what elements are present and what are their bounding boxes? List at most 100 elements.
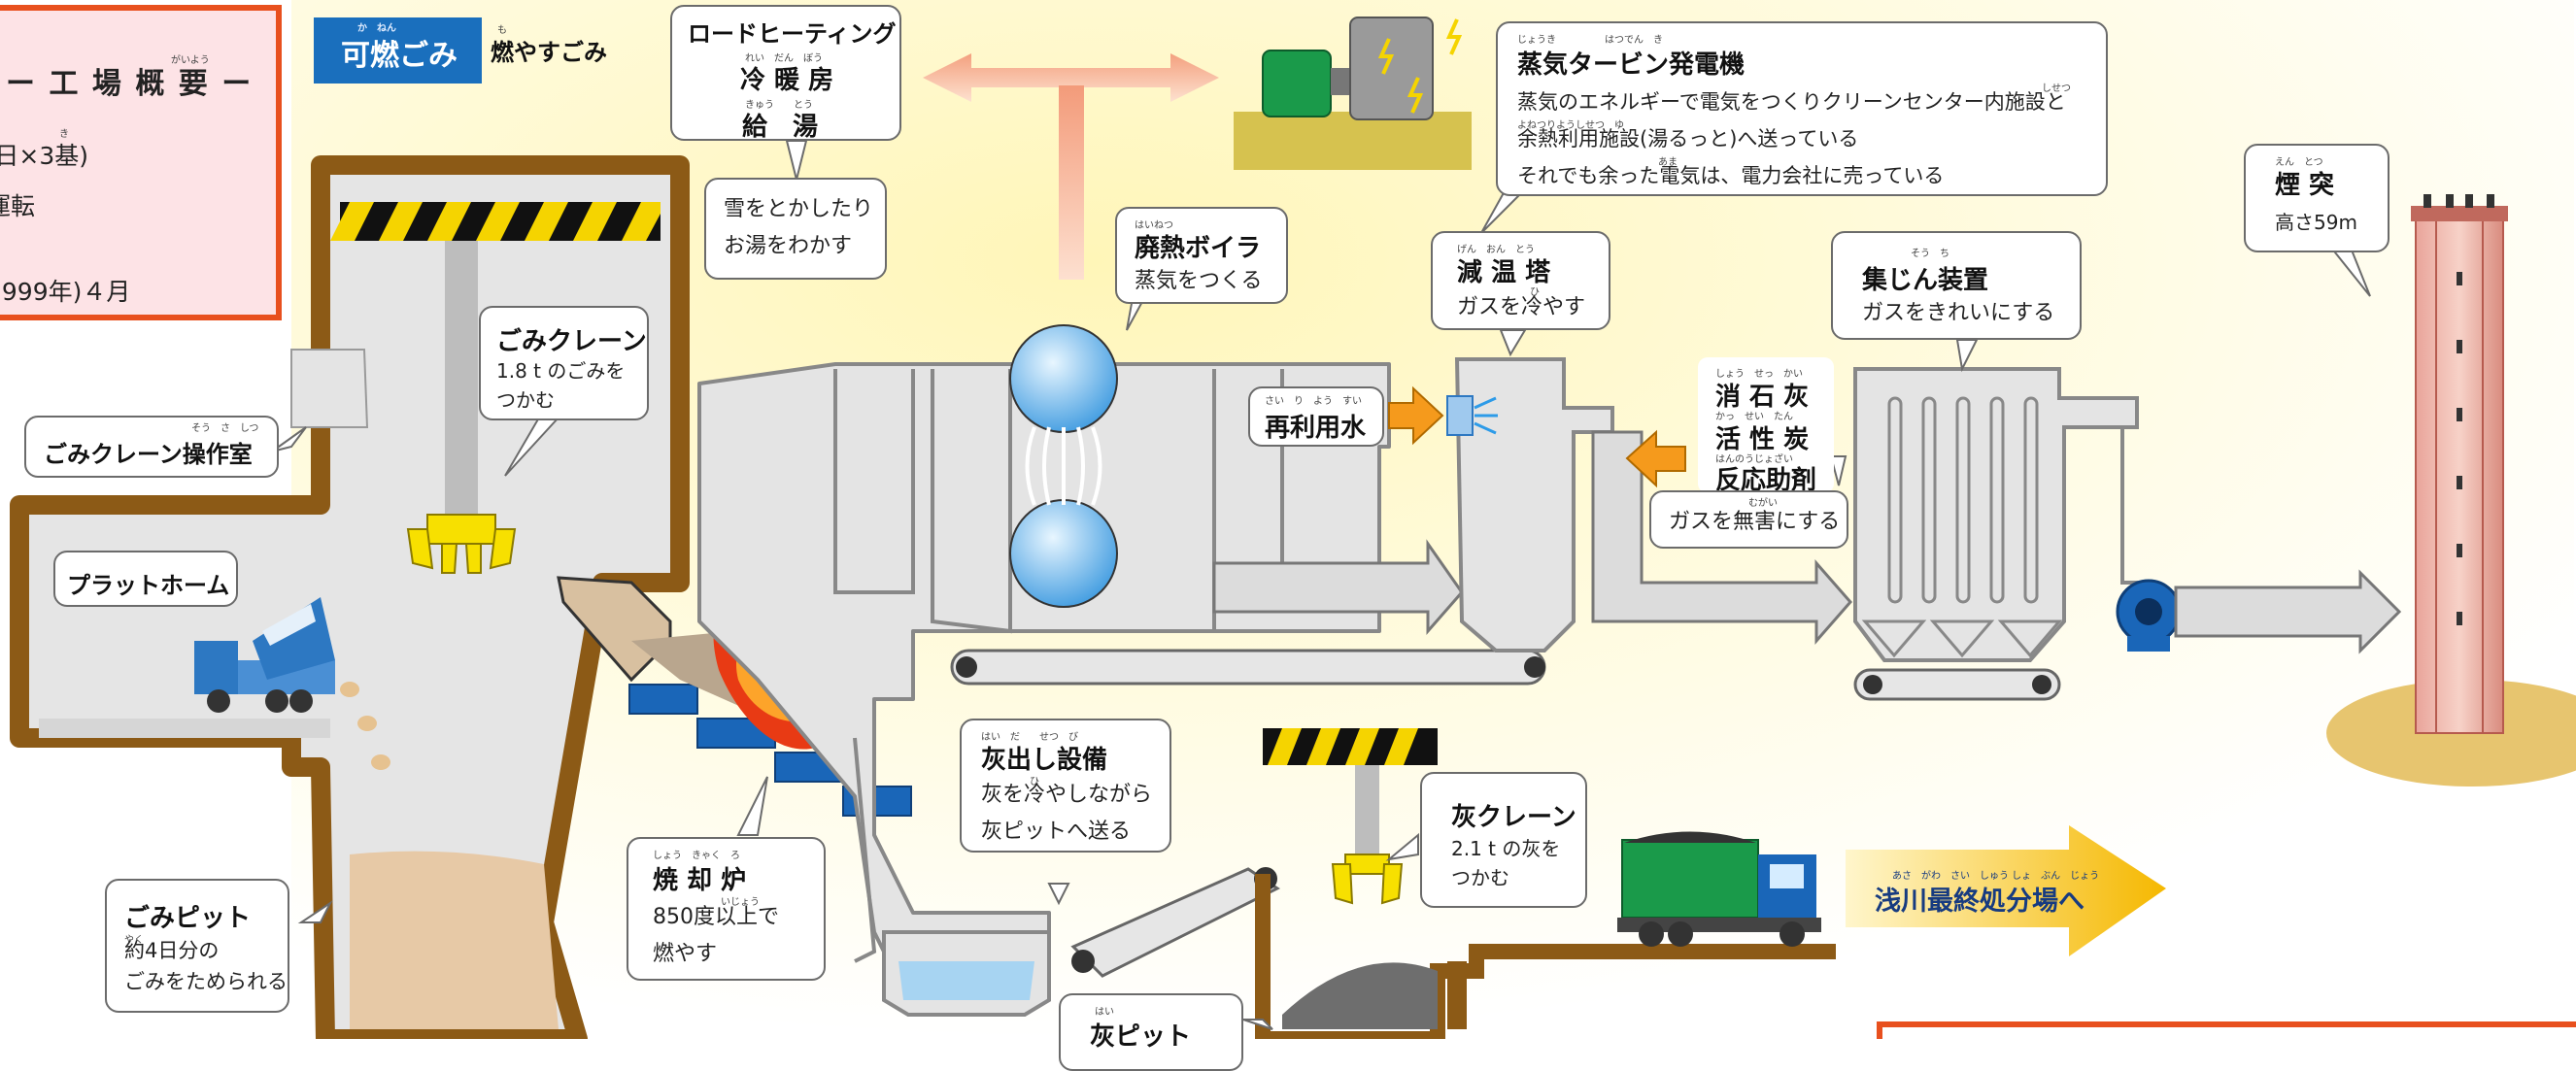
road-heating-title: ロードヒーティング — [688, 20, 897, 48]
category-subtitle: 燃やすごみ — [491, 39, 607, 66]
cooling-tower-callout: げん おん とう 減 温 塔 ひ ガスを冷やす — [1431, 231, 1610, 330]
chimney-height: 高さ59m — [2275, 211, 2357, 234]
garbage-fill — [350, 851, 559, 1029]
turbine-title: 蒸気タービン発電機 — [1517, 50, 1746, 80]
road-heating-furigana-2: れい だん ぼう — [745, 53, 823, 64]
road-heating-furigana-3: きゅう とう — [745, 100, 813, 111]
cooling-tower-furigana: げん おん とう — [1457, 245, 1535, 255]
chimney — [2411, 194, 2508, 734]
garbage-pit-callout: ごみピット やく 約4日分の ごみをためられる — [105, 879, 289, 1013]
ash-crane-title: 灰クレーン — [1451, 803, 1576, 832]
chemical-furigana-3: はんのうじょざい — [1715, 454, 1793, 465]
ash-truck-icon — [1617, 831, 1821, 947]
turbine-line-3: それでも余った電気は、電力会社に売っている — [1517, 164, 1945, 187]
turbine-furigana-shisetsu: しせつ — [2042, 84, 2071, 94]
conveyor-1 — [950, 649, 1546, 686]
ash-pit-step — [1447, 961, 1467, 1029]
crane-room-callout: そう さ しつ ごみクレーン操作室 — [24, 416, 279, 478]
chimney-callout: えん とつ 煙 突 高さ59m — [2244, 144, 2390, 252]
garbage-pit-desc-furigana: やく — [124, 935, 144, 946]
overview-line-3: 1999年)４月 — [0, 278, 131, 306]
overview-heading: ー 工 場 概 要 ー — [6, 67, 254, 101]
turbine-generator-icon — [1234, 17, 1472, 170]
crane-control-room — [290, 349, 369, 428]
ash-discharge-furigana: はい だ せつ び — [981, 732, 1078, 743]
ash-discharge-title: 灰出し設備 — [981, 746, 1108, 775]
slaked-lime-label: 消 石 灰 — [1715, 383, 1810, 412]
destination-furigana: あさ がわ さい しゅう しょ ぶん じょう — [1892, 871, 2100, 882]
garbage-pit-desc-2: ごみをためられる — [124, 970, 288, 993]
crane-grab-icon — [406, 514, 517, 574]
ash-pit-title: 灰ピット — [1090, 1022, 1192, 1052]
dust-collector-desc: ガスをきれいにする — [1862, 301, 2055, 325]
dust-collector-title: 集じん装置 — [1862, 266, 1989, 295]
platform-title: プラットホーム — [67, 572, 230, 599]
ash-crane-rail — [1263, 728, 1438, 765]
diagram-graphics — [10, 0, 2576, 1039]
incinerator-callout: しょう きゃく ろ 焼 却 炉 いじょう 850度以上で 燃やす — [627, 837, 826, 981]
platform-callout: プラットホーム — [53, 551, 238, 607]
boiler-desc: 蒸気をつくる — [1135, 269, 1263, 293]
boiler-furigana: はいねつ — [1135, 220, 1173, 231]
ash-pile — [1282, 962, 1438, 1029]
badge-label: 可燃ごみ — [341, 39, 458, 73]
ash-discharge-desc-1: 灰を冷やしながら — [981, 783, 1153, 807]
dust-collector-callout: そう ち 集じん装置 ガスをきれいにする — [1831, 231, 2082, 340]
chemical-furigana-1: しょう せっ かい — [1715, 369, 1803, 380]
chimney-title: 煙 突 — [2275, 171, 2335, 200]
turbine-furigana-line2: よねつりようしせつ ゆ — [1517, 120, 1624, 131]
gas-duct-arrow-1 — [1212, 539, 1464, 635]
platform-floor — [39, 719, 330, 738]
snow-melt-callout: 雪をとかしたり お湯をわかす — [704, 178, 887, 280]
incinerator-desc-furigana: いじょう — [721, 897, 760, 908]
crane-room-title: ごみクレーン操作室 — [44, 441, 253, 468]
cooling-tower-desc: ガスを冷やす — [1457, 295, 1586, 319]
ash-discharge-desc-furigana: ひ — [1030, 777, 1039, 787]
chimney-furigana: えん とつ — [2275, 157, 2323, 168]
turbine-line-1: 蒸気のエネルギーで電気をつくりクリーンセンター内施設と — [1517, 90, 2066, 114]
incinerator-desc-2: 燃やす — [653, 942, 718, 966]
info-box-edge — [1877, 1021, 2576, 1039]
snow-melt-line-2: お湯をわかす — [724, 234, 853, 258]
category-badge: か ねん 可燃ごみ — [314, 17, 482, 84]
ash-crane-arm — [1355, 765, 1379, 862]
reuse-water-title: 再利用水 — [1265, 414, 1367, 443]
induced-fan-icon — [2116, 579, 2182, 652]
reuse-water-furigana: さい り よう すい — [1265, 396, 1362, 407]
ash-chute — [853, 737, 877, 963]
turbine-callout: じょうき はつでん き 蒸気タービン発電機 しせつ 蒸気のエネルギーで電気をつく… — [1496, 21, 2108, 196]
garbage-crane-callout: ごみクレーン 1.8 t のごみを つかむ — [479, 306, 649, 420]
dust-collector-furigana: そう ち — [1911, 249, 1949, 259]
ash-water — [898, 961, 1034, 1000]
incinerator-desc-1: 850度以上で — [653, 905, 779, 929]
road-heating-callout: ロードヒーティング れい だん ぼう 冷 暖 房 きゅう とう 給 湯 — [670, 5, 901, 142]
cooling-tower-furigana-2: ひ — [1530, 287, 1540, 298]
crane-room-furigana: そう さ しつ — [191, 423, 259, 434]
reuse-water-arrow-icon — [1388, 385, 1444, 446]
boiler-title: 廃熱ボイラ — [1135, 234, 1262, 263]
chemicals-desc: ガスを無害にする — [1669, 510, 1841, 534]
chemical-furigana-2: かっ せい たん — [1715, 412, 1793, 422]
overview-furigana: がいよう — [171, 55, 210, 66]
snow-melt-line-1: 雪をとかしたり — [724, 197, 874, 221]
ash-discharge-callout: はい だ せつ び 灰出し設備 ひ 灰を冷やしながら 灰ピットへ送る — [960, 719, 1171, 853]
destination-arrow-icon — [1846, 825, 2166, 956]
turbine-furigana: じょうき はつでん き — [1517, 35, 1663, 46]
activated-carbon-label: 活 性 炭 — [1715, 425, 1810, 454]
ash-crane-grab-icon — [1331, 853, 1404, 905]
boiler-callout: はいねつ 廃熱ボイラ 蒸気をつくる — [1115, 207, 1288, 304]
overview-furigana-ki: き — [59, 129, 69, 140]
heat-supply-arrow-icon — [923, 53, 1219, 280]
ash-crane-desc-2: つかむ — [1451, 866, 1509, 889]
overview-line-2: 運転 — [0, 192, 36, 220]
ash-crane-desc-1: 2.1 t の灰を — [1451, 837, 1561, 860]
reuse-water-callout: さい り よう すい 再利用水 — [1248, 386, 1384, 447]
hot-water-label: 給 湯 — [742, 113, 819, 142]
garbage-crane-desc-1: 1.8 t のごみを — [496, 359, 626, 383]
heating-cooling-label: 冷 暖 房 — [740, 66, 834, 95]
gas-duct-arrow-3 — [2174, 569, 2402, 654]
garbage-pit-desc-1: 約4日分の — [124, 939, 220, 962]
ash-discharge-desc-2: 灰ピットへ送る — [981, 820, 1132, 844]
subtitle-furigana: も — [497, 25, 507, 36]
